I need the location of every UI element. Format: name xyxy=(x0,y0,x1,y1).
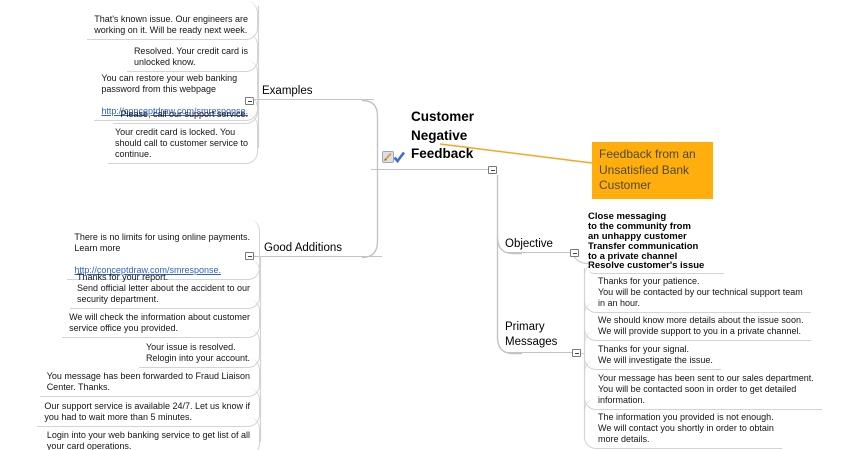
primary-message-5[interactable]: The information you provided is not enou… xyxy=(584,399,782,449)
objective-statement[interactable]: Close messaging to the community from an… xyxy=(588,202,724,275)
primary-message-4[interactable]: Your message has been sent to our sales … xyxy=(584,360,822,410)
primary-message-1[interactable]: Thanks for your patience. You will be co… xyxy=(584,263,811,313)
good-addition-message-1[interactable]: There is no limits for using online paym… xyxy=(67,219,260,280)
objective-statement-text: Close messaging to the community from an… xyxy=(588,210,705,272)
message-text: Thanks for your patience. You will be co… xyxy=(598,276,803,308)
message-text: Thanks for your signal. We will investig… xyxy=(598,344,713,365)
response-link[interactable]: http://conceptdraw.com/smresponse. xyxy=(74,265,221,275)
response-link[interactable]: http://conceptdraw.com/smresponse. xyxy=(101,106,248,116)
topic-good-additions-label: Good Additions xyxy=(264,242,343,254)
collapse-toggle-objective[interactable] xyxy=(570,249,579,257)
message-text: We will check the information about cust… xyxy=(69,312,250,333)
example-message-5[interactable]: Your credit card is locked. You should c… xyxy=(107,114,258,164)
good-addition-message-6[interactable]: Our support service is available 24/7. L… xyxy=(37,388,260,427)
good-addition-message-3[interactable]: We will check the information about cust… xyxy=(62,299,260,338)
example-message-1[interactable]: That's known issue. Our engineers are wo… xyxy=(87,1,258,40)
message-text: Our support service is available 24/7. L… xyxy=(44,401,250,422)
message-text: Your credit card is locked. You should c… xyxy=(114,127,248,159)
example-message-2[interactable]: Resolved. Your credit card is unlocked k… xyxy=(126,33,258,72)
collapse-toggle-primary-messages[interactable] xyxy=(572,349,581,357)
primary-message-3[interactable]: Thanks for your signal. We will investig… xyxy=(584,331,721,370)
callout-text: Feedback from an Unsatisfied Bank Custom… xyxy=(599,147,696,192)
topic-good-additions[interactable]: Good Additions xyxy=(250,242,382,257)
message-text: Your issue is resolved. Relogin into you… xyxy=(145,342,250,363)
example-message-3[interactable]: You can restore your web banking passwor… xyxy=(94,60,258,121)
topic-objective[interactable]: Objective xyxy=(505,238,571,253)
topic-examples[interactable]: Examples xyxy=(250,85,374,100)
message-text: There is no limits for using online paym… xyxy=(74,232,250,253)
topic-objective-label: Objective xyxy=(505,238,553,250)
callout-topic[interactable]: Feedback from an Unsatisfied Bank Custom… xyxy=(592,142,713,199)
collapse-toggle-root[interactable] xyxy=(488,166,497,174)
topic-primary-messages[interactable]: Primary Messages xyxy=(505,320,577,353)
good-addition-message-7[interactable]: Login into your web banking service to g… xyxy=(40,417,260,450)
good-addition-message-5[interactable]: You message has been forwarded to Fraud … xyxy=(39,358,260,397)
message-text: That's known issue. Our engineers are wo… xyxy=(94,14,248,35)
message-text: Login into your web banking service to g… xyxy=(46,430,250,450)
message-text: Please, call our support service. xyxy=(120,109,248,119)
note-pencil-check-icon xyxy=(382,150,408,169)
example-message-4[interactable]: Please, call our support service. xyxy=(113,96,258,124)
good-addition-message-4[interactable]: Your issue is resolved. Relogin into you… xyxy=(138,329,260,368)
message-text: You can restore your web banking passwor… xyxy=(101,73,238,94)
message-text: Your message has been sent to our sales … xyxy=(598,373,814,405)
message-text: The information you provided is not enou… xyxy=(598,412,774,444)
message-text: You message has been forwarded to Fraud … xyxy=(46,371,250,392)
topic-examples-label: Examples xyxy=(262,85,313,97)
good-addition-message-2[interactable]: Thanks for your report. Send official le… xyxy=(70,259,260,309)
root-topic-title: Customer Negative Feedback xyxy=(411,109,475,161)
message-text: Thanks for your report. Send official le… xyxy=(77,272,250,304)
message-text: Resolved. Your credit card is unlocked k… xyxy=(133,46,248,67)
topic-primary-messages-label: Primary Messages xyxy=(505,321,558,348)
root-topic[interactable]: Customer Negative Feedback xyxy=(371,106,497,170)
